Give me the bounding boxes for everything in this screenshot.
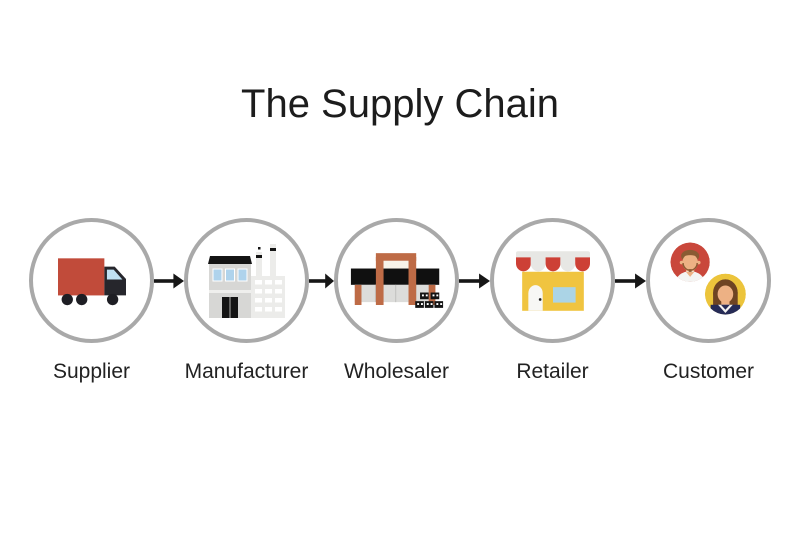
arrow-retailer-to-customer <box>615 271 646 291</box>
woman-avatar <box>704 273 746 315</box>
arrow-right-icon <box>154 273 184 288</box>
node-manufacturer <box>184 218 309 343</box>
node-customer <box>646 218 771 343</box>
factory-icon <box>207 243 285 318</box>
warehouse-icon <box>350 252 443 308</box>
customers-icon <box>669 241 746 315</box>
arrow-right-icon <box>615 273 646 288</box>
truck-icon <box>57 257 126 305</box>
node-wholesaler <box>334 218 459 343</box>
arrow-manufacturer-to-wholesaler <box>309 271 334 291</box>
node-label-manufacturer: Manufacturer <box>184 360 309 383</box>
node-label-wholesaler: Wholesaler <box>343 360 450 383</box>
node-supplier <box>29 218 154 343</box>
supply-chain-diagram: Supplier Manufacturer Wholesaler Retaile… <box>29 218 771 384</box>
storefront-icon <box>515 250 590 311</box>
node-retailer <box>490 218 615 343</box>
page-title: The Supply Chain <box>241 82 559 126</box>
arrow-right-icon <box>309 273 334 288</box>
crates <box>414 292 443 308</box>
node-label-supplier: Supplier <box>52 360 131 383</box>
arrow-wholesaler-to-retailer <box>459 271 490 291</box>
node-label-customer: Customer <box>662 360 755 383</box>
arrow-right-icon <box>459 273 490 288</box>
man-avatar <box>669 241 710 282</box>
node-label-retailer: Retailer <box>516 360 589 383</box>
arrow-supplier-to-manufacturer <box>154 271 184 291</box>
